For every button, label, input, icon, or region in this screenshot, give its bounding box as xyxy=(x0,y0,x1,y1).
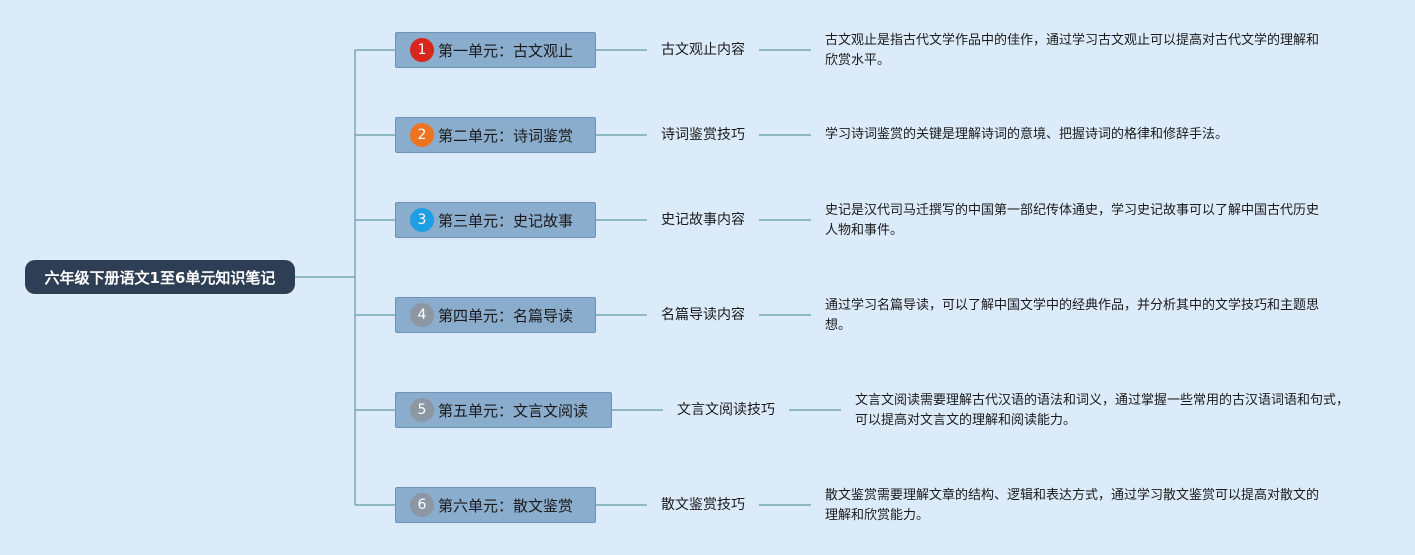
unit-node-6[interactable]: 6 第六单元：散文鉴赏 xyxy=(395,487,596,523)
topic-node-3[interactable]: 史记故事内容 xyxy=(661,212,745,228)
description-node-1[interactable]: 古文观止是指古代文学作品中的佳作，通过学习古文观止可以提高对古代文学的理解和欣赏… xyxy=(825,33,1320,68)
unit-label: 第一单元：古文观止 xyxy=(438,41,574,60)
unit-label: 第三单元：史记故事 xyxy=(438,211,574,230)
root-title: 六年级下册语文1至6单元知识笔记 xyxy=(44,268,276,287)
number-badge-icon: 6 xyxy=(410,493,434,517)
unit-label: 第二单元：诗词鉴赏 xyxy=(438,126,574,145)
description-node-2[interactable]: 学习诗词鉴赏的关键是理解诗词的意境、把握诗词的格律和修辞手法。 xyxy=(825,127,1229,142)
topic-node-5[interactable]: 文言文阅读技巧 xyxy=(677,402,775,418)
topic-node-1[interactable]: 古文观止内容 xyxy=(661,42,745,58)
unit-node-3[interactable]: 3 第三单元：史记故事 xyxy=(395,202,596,238)
description-node-6[interactable]: 散文鉴赏需要理解文章的结构、逻辑和表达方式，通过学习散文鉴赏可以提高对散文的理解… xyxy=(825,488,1320,523)
root-node[interactable]: 六年级下册语文1至6单元知识笔记 xyxy=(25,260,295,294)
unit-label: 第四单元：名篇导读 xyxy=(438,306,574,325)
topic-node-2[interactable]: 诗词鉴赏技巧 xyxy=(661,127,745,143)
topic-node-4[interactable]: 名篇导读内容 xyxy=(661,307,745,323)
description-node-5[interactable]: 文言文阅读需要理解古代汉语的语法和词义，通过掌握一些常用的古汉语词语和句式，可以… xyxy=(855,393,1350,428)
unit-node-2[interactable]: 2 第二单元：诗词鉴赏 xyxy=(395,117,596,153)
description-node-4[interactable]: 通过学习名篇导读，可以了解中国文学中的经典作品，并分析其中的文学技巧和主题思想。 xyxy=(825,298,1320,333)
topic-node-6[interactable]: 散文鉴赏技巧 xyxy=(661,497,745,513)
number-badge-icon: 5 xyxy=(410,398,434,422)
description-node-3[interactable]: 史记是汉代司马迁撰写的中国第一部纪传体通史，学习史记故事可以了解中国古代历史人物… xyxy=(825,203,1320,238)
number-badge-icon: 3 xyxy=(410,208,434,232)
unit-node-1[interactable]: 1 第一单元：古文观止 xyxy=(395,32,596,68)
number-badge-icon: 2 xyxy=(410,123,434,147)
unit-label: 第五单元：文言文阅读 xyxy=(438,401,589,420)
number-badge-icon: 1 xyxy=(410,38,434,62)
number-badge-icon: 4 xyxy=(410,303,434,327)
unit-node-4[interactable]: 4 第四单元：名篇导读 xyxy=(395,297,596,333)
unit-label: 第六单元：散文鉴赏 xyxy=(438,496,574,515)
unit-node-5[interactable]: 5 第五单元：文言文阅读 xyxy=(395,392,612,428)
